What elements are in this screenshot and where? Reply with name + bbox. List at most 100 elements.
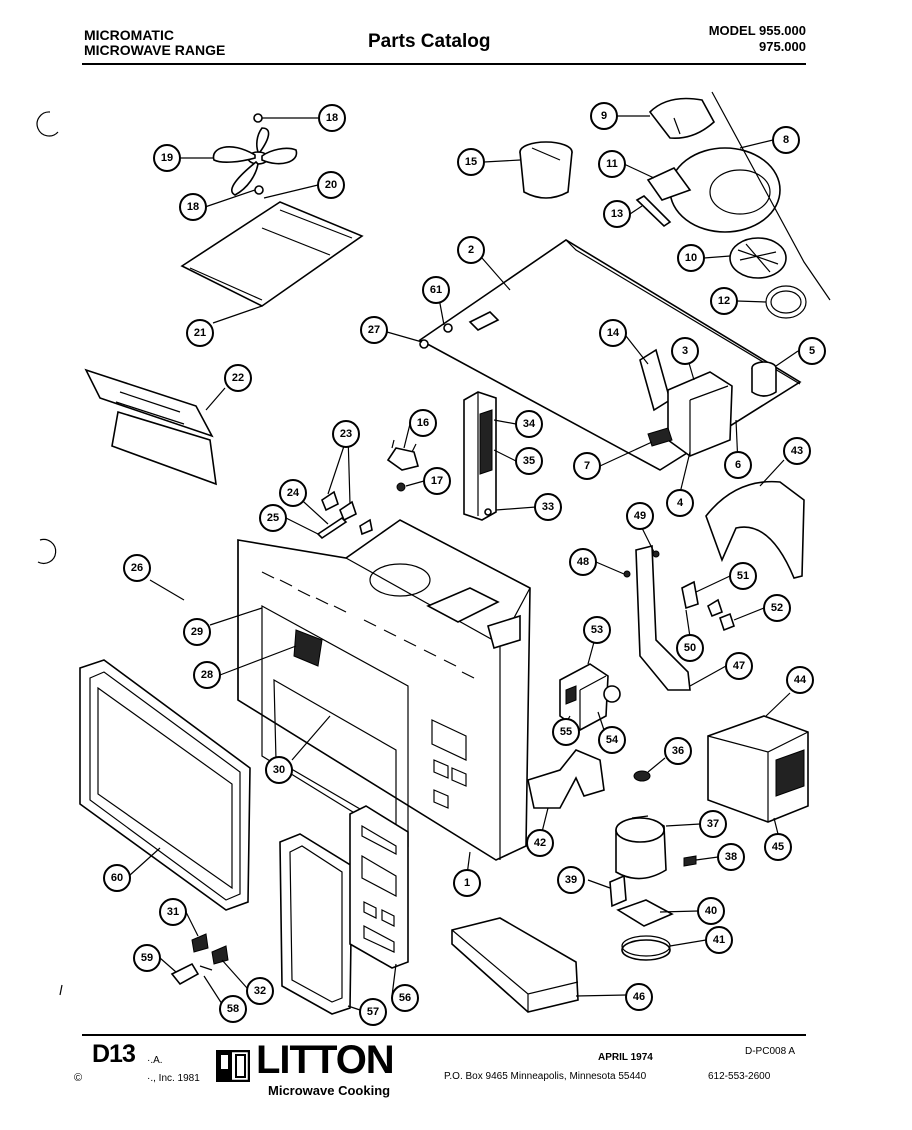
svg-text:54: 54 [606,734,619,746]
svg-text:15: 15 [465,156,477,168]
callout-26: 26 [123,554,151,582]
control-bracket [84,368,217,486]
callout-labels: 18 19 18 20 21 15 9 8 11 13 10 12 2 61 2… [103,102,826,1026]
svg-text:30: 30 [273,764,285,776]
callout-37: 37 [699,810,727,838]
svg-text:26: 26 [131,562,143,574]
callout-48: 48 [569,548,597,576]
svg-text:14: 14 [607,327,620,339]
callout-21: 21 [186,319,214,347]
svg-text:17: 17 [431,475,443,487]
timer-motor [559,663,621,731]
callout-9: 9 [590,102,618,130]
callout-11: 11 [598,150,626,178]
callout-38: 38 [717,843,745,871]
svg-text:20: 20 [325,179,337,191]
svg-text:18: 18 [326,112,338,124]
svg-text:27: 27 [368,324,380,336]
callout-29: 29 [183,618,211,646]
product-line-1: MICROMATIC [84,27,174,43]
callout-50: 50 [676,634,704,662]
callout-33: 33 [534,493,562,521]
callout-4: 4 [666,489,694,517]
svg-text:13: 13 [611,208,623,220]
svg-text:1: 1 [464,877,470,889]
svg-text:58: 58 [227,1003,239,1015]
callout-2: 2 [457,236,485,264]
svg-text:37: 37 [707,818,719,830]
svg-text:18: 18 [187,201,199,213]
callout-10: 10 [677,244,705,272]
footer-rule [82,1034,806,1036]
vertical-channel [463,391,497,521]
oven-cabinet [237,519,531,861]
callout-47: 47 [725,652,753,680]
svg-text:12: 12 [718,295,730,307]
air-duct [519,141,573,199]
door-hinge-arm [623,544,735,691]
fan-blade [212,113,298,196]
power-transformer [707,715,809,823]
svg-text:42: 42 [534,837,546,849]
svg-text:3: 3 [682,345,688,357]
svg-text:8: 8 [783,134,789,146]
callout-41: 41 [705,926,733,954]
door-switches [170,933,229,986]
svg-text:34: 34 [523,418,536,430]
door-frame [79,659,251,911]
svg-text:32: 32 [254,985,266,997]
brand-name: LITTON [256,1038,395,1082]
callout-60: 60 [103,864,131,892]
svg-text:19: 19 [161,152,173,164]
callout-6: 6 [724,451,752,479]
svg-text:6: 6 [735,459,741,471]
callout-24: 24 [279,479,307,507]
callout-1: 1 [453,869,481,897]
callout-45: 45 [764,833,792,861]
svg-text:35: 35 [523,455,535,467]
svg-text:50: 50 [684,642,696,654]
callout-55: 55 [552,718,580,746]
callout-30: 30 [265,756,293,784]
door-gasket [279,833,353,1015]
callout-52: 52 [763,594,791,622]
lower-parts [527,749,697,961]
svg-text:31: 31 [167,906,179,918]
callout-5: 5 [798,337,826,365]
svg-text:28: 28 [201,669,213,681]
svg-text:55: 55 [560,726,572,738]
svg-text:4: 4 [677,497,684,509]
svg-text:10: 10 [685,252,697,264]
callout-13: 13 [603,200,631,228]
svg-text:7: 7 [584,460,590,472]
svg-text:40: 40 [705,905,717,917]
svg-text:24: 24 [287,487,300,499]
interlock-clips [316,490,373,540]
control-panel [349,805,409,969]
callout-53: 53 [583,616,611,644]
callout-57: 57 [359,998,387,1026]
callout-44: 44 [786,666,814,694]
callout-27: 27 [360,316,388,344]
callout-43: 43 [783,437,811,465]
svg-text:23: 23 [340,428,352,440]
svg-text:39: 39 [565,874,577,886]
wave-guide-shield [705,480,805,579]
svg-text:56: 56 [399,992,411,1004]
product-name: MICROMATIC MICROWAVE RANGE [84,28,225,58]
model-line-1: MODEL 955.000 [708,23,806,38]
svg-text:61: 61 [430,284,442,296]
callout-22: 22 [224,364,252,392]
callout-54: 54 [598,726,626,754]
svg-text:59: 59 [141,952,153,964]
svg-text:16: 16 [417,417,429,429]
svg-text:38: 38 [725,851,737,863]
svg-text:21: 21 [194,327,206,339]
svg-text:36: 36 [672,745,684,757]
svg-text:47: 47 [733,660,745,672]
callout-32: 32 [246,977,274,1005]
callout-61: 61 [422,276,450,304]
top-panel [180,201,364,307]
svg-text:33: 33 [542,501,554,513]
callout-31: 31 [159,898,187,926]
